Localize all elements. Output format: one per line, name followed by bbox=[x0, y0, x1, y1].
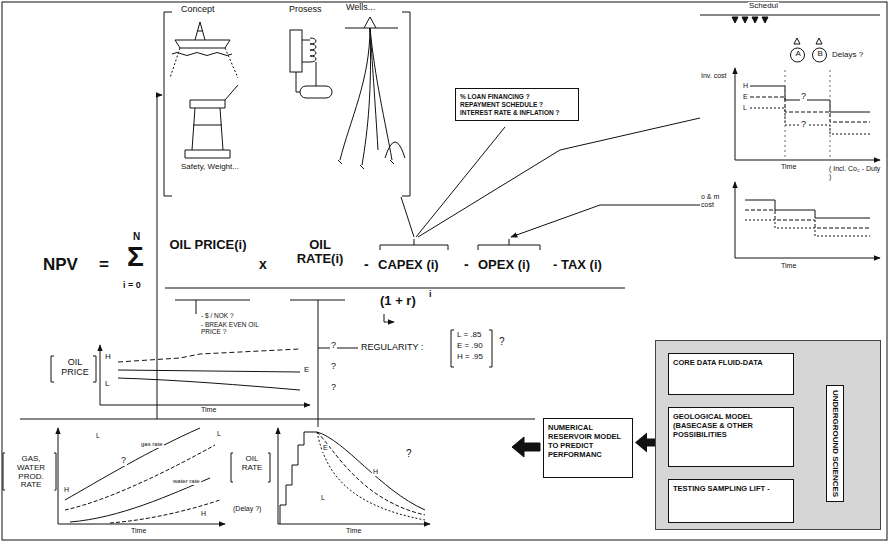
vertical-heading: UNDERGROUND SCIENCES bbox=[826, 385, 844, 502]
box-text: CORE DATA FLUID-DATA bbox=[673, 358, 789, 367]
chart-label: ? bbox=[405, 448, 413, 459]
process-sketch bbox=[290, 30, 332, 98]
box-text: INTEREST RATE & INFLATION ? bbox=[460, 109, 574, 117]
chart-label: L bbox=[742, 104, 748, 112]
chart-label: Safety, Weight... bbox=[180, 163, 240, 172]
oil-price-chart bbox=[51, 345, 310, 405]
chart-label: ? bbox=[330, 341, 337, 351]
chart-label: OIL RATE bbox=[235, 455, 269, 473]
chart-label: Time bbox=[130, 527, 147, 535]
equation-term: Σ bbox=[126, 242, 145, 273]
chart-label: Delays ? bbox=[831, 51, 864, 60]
chart-label: L bbox=[320, 494, 326, 502]
wells-sketch bbox=[338, 17, 405, 169]
chart-label: H bbox=[63, 486, 70, 494]
box-text: TESTING SAMPLING LIFT - bbox=[673, 484, 789, 493]
chart-label: gas rate bbox=[140, 441, 164, 448]
chart-label: Time bbox=[780, 262, 797, 270]
concept-sketch bbox=[170, 22, 238, 158]
chart-label: H bbox=[200, 510, 207, 518]
equation-term: - TAX (i) bbox=[552, 258, 603, 272]
chart-label: B bbox=[817, 50, 824, 59]
equation-term: i bbox=[428, 290, 433, 300]
process-box: NUMERICAL RESERVOIR MODEL TO PREDICT PER… bbox=[543, 418, 633, 478]
chart-label: H bbox=[742, 82, 749, 90]
regularity-bracket bbox=[451, 330, 492, 367]
inv-cost-chart bbox=[735, 68, 880, 160]
chart-label: L bbox=[104, 380, 110, 389]
chart-label: ? bbox=[800, 92, 807, 102]
top-bracket bbox=[164, 12, 410, 196]
data-box: GEOLOGICAL MODEL (BASECASE & OTHER POSSI… bbox=[668, 407, 794, 467]
equation-term: i = 0 bbox=[122, 281, 142, 291]
equation-term: OIL RATE(i) bbox=[284, 238, 356, 267]
chart-label: E bbox=[303, 366, 310, 375]
equation-term: - bbox=[463, 257, 470, 272]
gas-water-chart bbox=[3, 428, 225, 524]
chart-label: Time bbox=[200, 406, 217, 414]
box-text: % LOAN FINANCING ? bbox=[460, 93, 574, 101]
schedule-chart bbox=[700, 15, 880, 62]
box-text: NUMERICAL RESERVOIR MODEL TO PREDICT PER… bbox=[548, 423, 628, 459]
chart-label: H bbox=[104, 353, 112, 362]
callout-box: % LOAN FINANCING ?REPAYMENT SCHEDULE ?IN… bbox=[455, 88, 579, 121]
equation-term: - bbox=[363, 257, 370, 272]
chart-label: Concept bbox=[180, 5, 216, 15]
feedback-lines bbox=[20, 95, 540, 457]
chart-label: ( Incl. Co₂ - Duty ) bbox=[828, 165, 884, 180]
chart-label: o & m cost bbox=[700, 193, 728, 208]
equation-term: OIL PRICE(i) bbox=[166, 238, 250, 252]
chart-label: E bbox=[322, 444, 329, 452]
equation-lines bbox=[165, 118, 700, 427]
chart-label: Time bbox=[345, 527, 362, 535]
equation-term: OPEX (i) bbox=[477, 258, 531, 272]
chart-label: H = .95 bbox=[456, 353, 484, 362]
equation-term: NPV bbox=[42, 256, 79, 275]
chart-label: ? bbox=[330, 362, 337, 372]
chart-label: REGULARITY : bbox=[360, 343, 424, 353]
chart-label: Inv. cost bbox=[700, 72, 728, 80]
chart-label: A bbox=[795, 50, 802, 59]
om-cost-chart bbox=[735, 182, 880, 258]
chart-label: Prosess bbox=[288, 5, 323, 15]
chart-label: - BREAK EVEN OIL PRICE ? bbox=[200, 321, 264, 335]
chart-label: OIL PRICE bbox=[57, 358, 93, 378]
chart-label: (Delay ?) bbox=[232, 505, 262, 513]
chart-label: Schedul bbox=[748, 2, 779, 11]
data-box: CORE DATA FLUID-DATA bbox=[668, 353, 794, 395]
chart-label: H bbox=[372, 468, 379, 476]
chart-label: E = .90 bbox=[456, 342, 484, 351]
equation-term: CAPEX (i) bbox=[377, 258, 440, 272]
equation-term: (1 + r) bbox=[379, 294, 417, 308]
chart-label: E bbox=[742, 93, 749, 101]
chart-label: ? bbox=[120, 456, 127, 466]
chart-label: Time bbox=[780, 163, 797, 171]
chart-label: - $ / NOK ? bbox=[200, 312, 235, 319]
equation-term: = bbox=[98, 256, 110, 275]
chart-label: GAS, WATER PROD. RATE bbox=[7, 455, 55, 490]
panel-region: UNDERGROUND SCIENCES CORE DATA FLUID-DATA… bbox=[655, 340, 881, 530]
chart-label: ? bbox=[498, 336, 506, 347]
chart-label: Wells... bbox=[345, 3, 376, 13]
data-box: TESTING SAMPLING LIFT - bbox=[668, 479, 794, 523]
box-text: GEOLOGICAL MODEL (BASECASE & OTHER POSSI… bbox=[673, 412, 789, 439]
equation-term: x bbox=[258, 257, 268, 272]
chart-label: ? bbox=[800, 120, 807, 130]
chart-label: L = .85 bbox=[456, 331, 482, 340]
oil-rate-chart bbox=[231, 428, 430, 524]
chart-label: water rate bbox=[172, 478, 201, 485]
chart-label: L bbox=[216, 430, 222, 438]
box-text: REPAYMENT SCHEDULE ? bbox=[460, 101, 574, 109]
chart-label: L bbox=[95, 432, 101, 440]
equation-term: N bbox=[132, 231, 141, 242]
chart-label: ? bbox=[330, 383, 337, 393]
